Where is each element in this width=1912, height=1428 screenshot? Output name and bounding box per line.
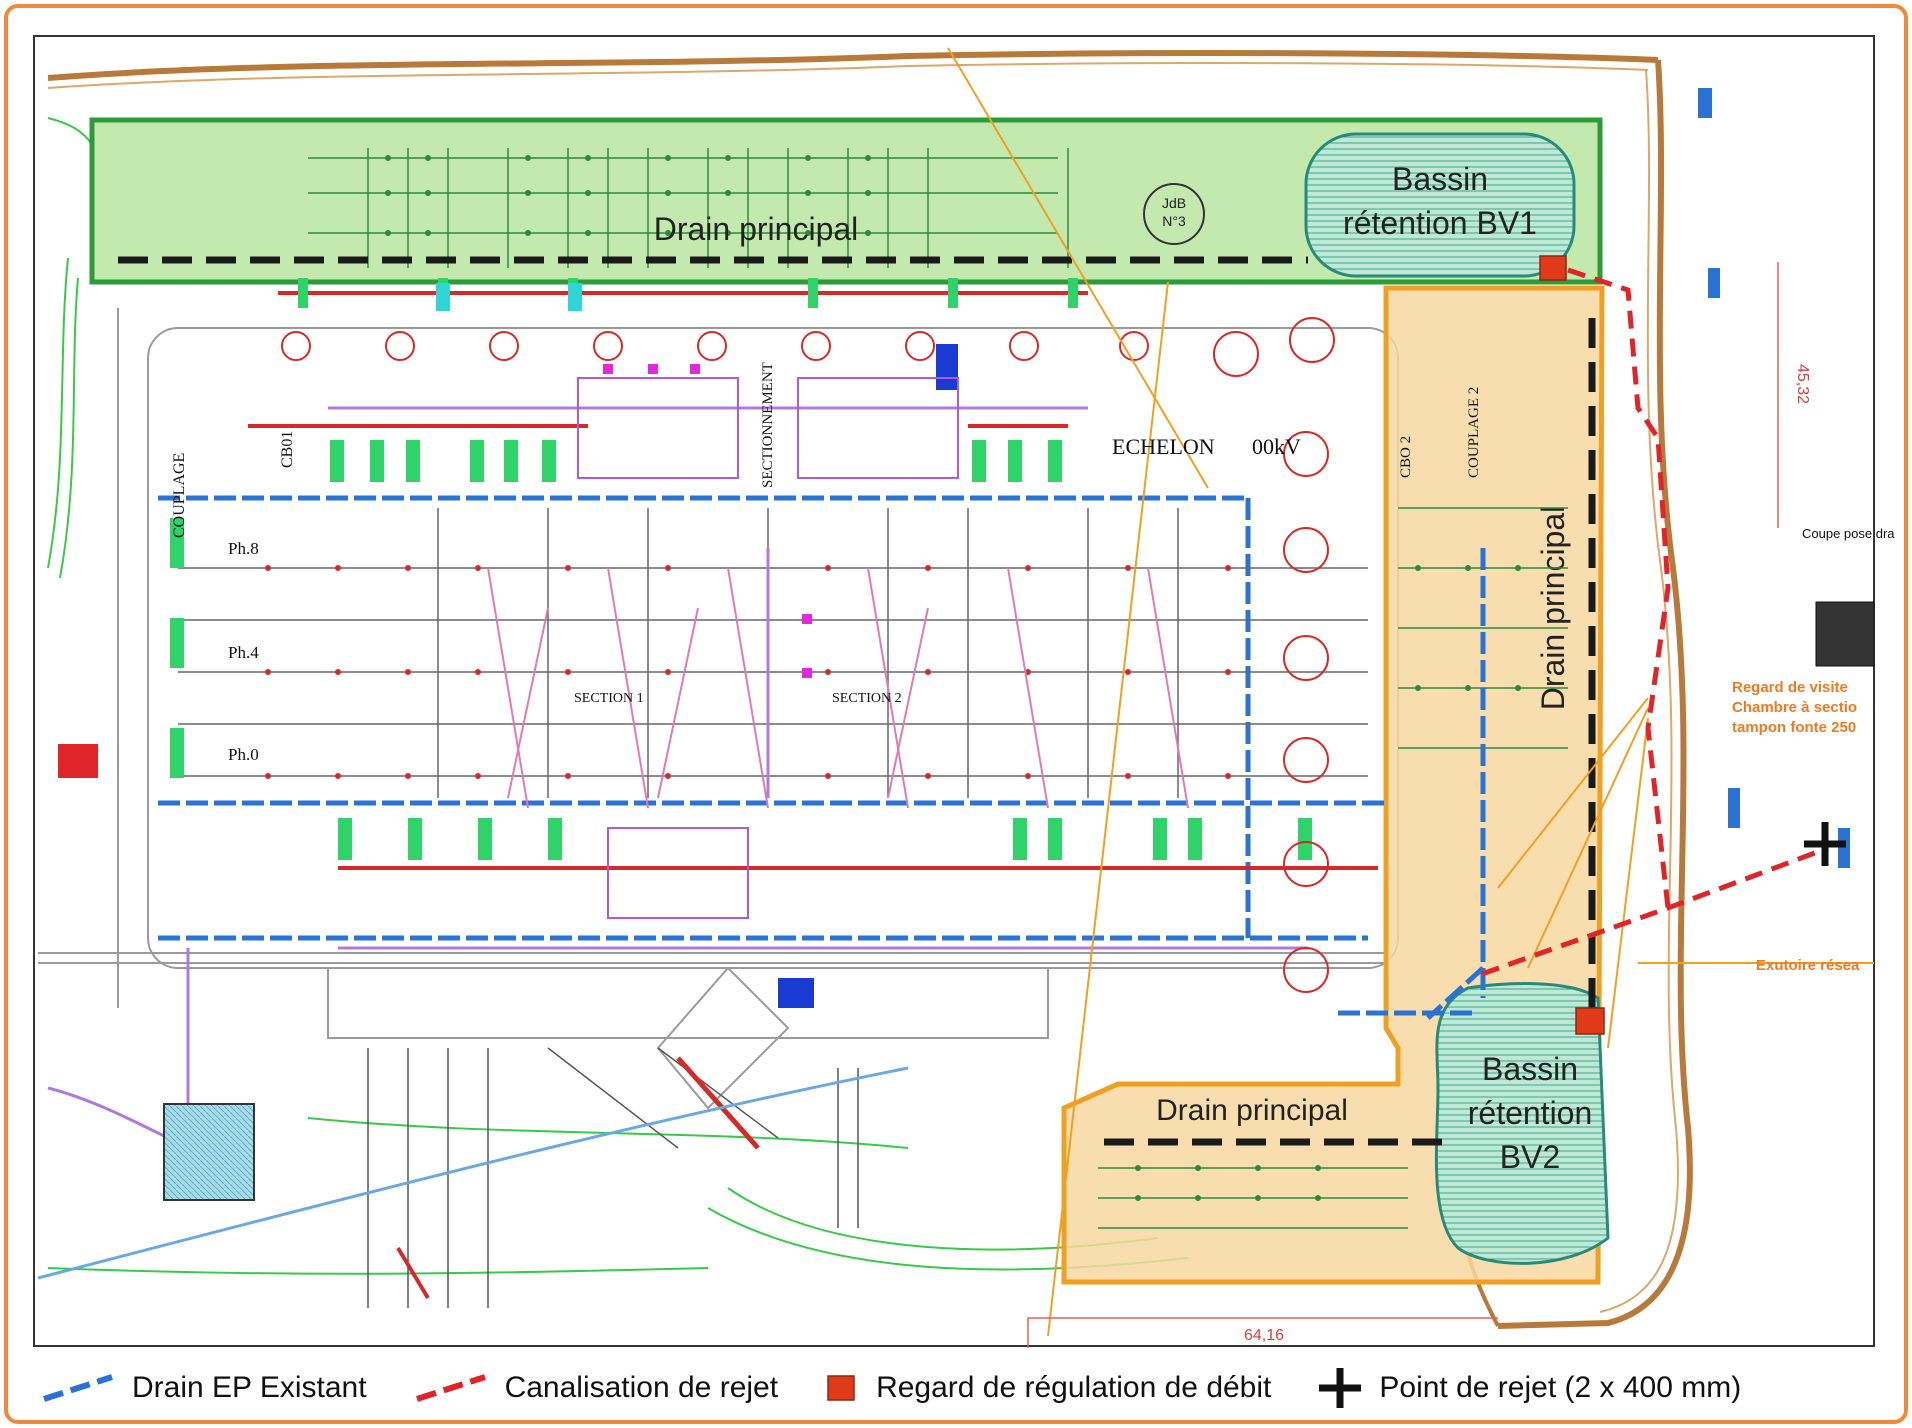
ph8-label: Ph.8 [228, 539, 259, 558]
regard-visite-label-2: Chambre à sectio [1732, 699, 1857, 716]
legend-regard: Regard de régulation de débit [822, 1371, 1271, 1405]
coupe-section [1815, 601, 1875, 667]
section1-label: SECTION 1 [574, 691, 644, 706]
canalisation-rejet [1481, 267, 1829, 977]
basin-bv2 [1434, 982, 1610, 1265]
legend: Drain EP Existant Canalisation de rejet … [38, 1358, 1888, 1418]
legend-regard-label: Regard de régulation de débit [876, 1371, 1272, 1404]
red-marker-left [58, 744, 98, 778]
exutoire-label: Exutoire résea [1756, 957, 1860, 974]
drain-ep-existing [158, 495, 1486, 1020]
bay-markers [281, 317, 1335, 993]
couplage-left-label: COUPLAGE [171, 453, 188, 538]
basin-bv1-label-2: rétention BV1 [1343, 205, 1537, 241]
canalisation-symbol [415, 1374, 486, 1402]
legend-drain-ep-label: Drain EP Existant [132, 1371, 367, 1404]
basin-bv2-label-3: BV2 [1500, 1139, 1560, 1175]
echelon-label: ECHELON [1112, 434, 1215, 459]
legend-canalisation: Canalisation de rejet [411, 1371, 779, 1405]
sectionnement-label: SECTIONNEMENT [760, 362, 776, 488]
tank [163, 1103, 255, 1201]
regard-visite-label-1: Regard de visite [1732, 679, 1848, 696]
basin-bv1-label-1: Bassin [1392, 161, 1488, 197]
cb01-label: CB01 [279, 431, 296, 468]
legend-canalisation-label: Canalisation de rejet [504, 1371, 779, 1404]
regard-symbol [827, 1375, 855, 1401]
legend-point-rejet-label: Point de rejet (2 x 400 mm) [1379, 1371, 1742, 1404]
dimension-horizontal: 64,16 [1244, 1327, 1284, 1344]
bv1-equipment [308, 148, 1069, 268]
cbo2-label: CBO 2 [1398, 436, 1414, 478]
drain-ep-symbol [43, 1374, 113, 1402]
site-plan: Drain principal JdB N°3 Bassin rétention… [33, 35, 1895, 1348]
regard-regulation-bv1 [1539, 255, 1567, 281]
section2-label: SECTION 2 [832, 691, 902, 706]
jdb-label: JdB [1162, 195, 1186, 211]
regard-regulation-bv2 [1575, 1007, 1605, 1035]
cross-icon [1319, 1368, 1362, 1408]
blue-building [936, 344, 958, 390]
drain-label-bv2-vertical: Drain principal [1535, 506, 1571, 711]
regard-visite-label-3: tampon fonte 250 [1732, 719, 1856, 736]
basin-bv1 [1304, 132, 1576, 278]
dimension-vertical: 45,32 [1794, 364, 1811, 404]
ph4-label: Ph.4 [228, 643, 259, 662]
legend-point-rejet: Point de rejet (2 x 400 mm) [1315, 1368, 1741, 1408]
coupe-pose-label: Coupe pose dra [1802, 526, 1895, 541]
drain-label-bv1: Drain principal [654, 211, 859, 247]
plan-frame: Drain principal JdB N°3 Bassin rétention… [4, 4, 1908, 1424]
legend-drain-ep: Drain EP Existant [38, 1371, 367, 1405]
basin-bv2-label-2: rétention [1468, 1095, 1593, 1131]
couplage-right-label: COUPLAGE 2 [1466, 387, 1482, 478]
kv-label: 00kV [1252, 434, 1301, 459]
jdb-number: N°3 [1162, 213, 1186, 229]
jdb-marker [1143, 183, 1205, 245]
ph0-label: Ph.0 [228, 745, 259, 764]
purple-network [47, 406, 1308, 1140]
point-rejet [1804, 822, 1846, 866]
basin-bv2-label-1: Bassin [1482, 1051, 1578, 1087]
drain-label-bv2-bottom: Drain principal [1156, 1094, 1348, 1127]
